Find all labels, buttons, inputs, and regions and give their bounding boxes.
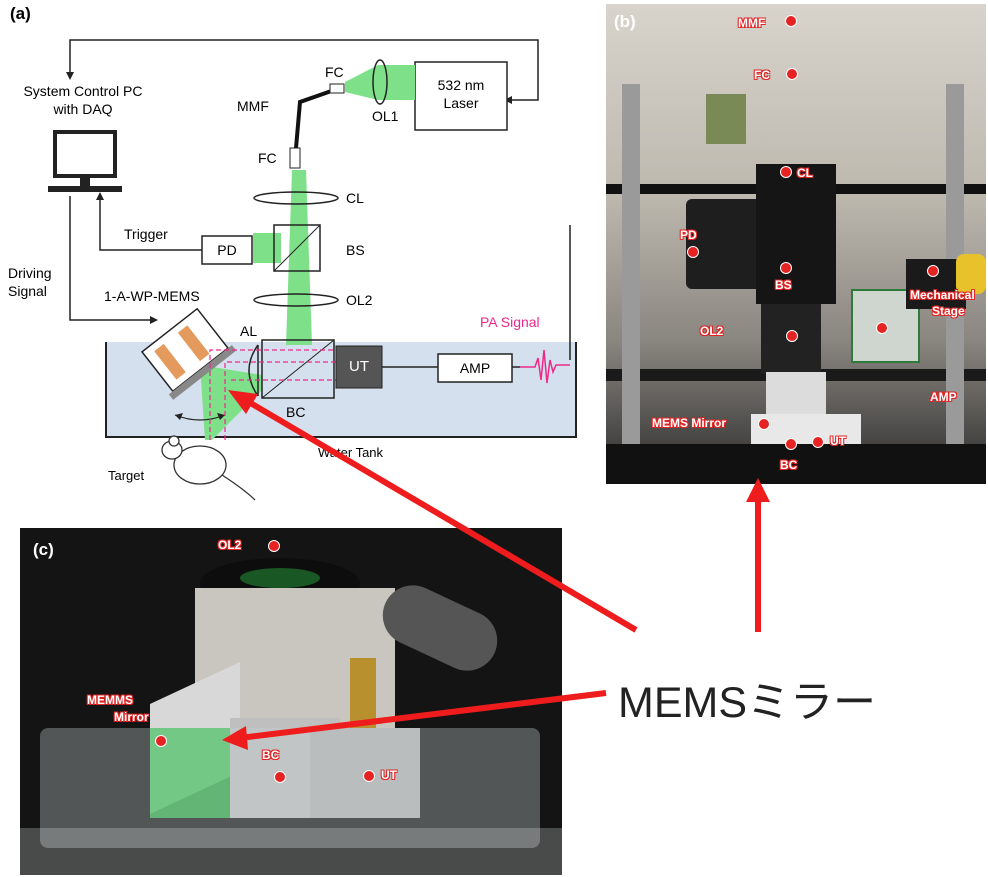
- laser-label-line2: Laser: [443, 95, 479, 111]
- b-dot-fc: [786, 68, 798, 80]
- c-dot-ut: [363, 770, 375, 782]
- laser-box: [414, 61, 508, 131]
- mems-label: 1-A-WP-MEMS: [104, 288, 200, 304]
- b-dot-bs: [780, 262, 792, 274]
- arrow-to-photo-c: [239, 690, 607, 741]
- beam-to-pd: [253, 233, 281, 263]
- b-dot-bc: [785, 438, 797, 450]
- cl-label: CL: [346, 190, 364, 206]
- pc-label: System Control PC with DAQ: [8, 82, 158, 118]
- laser-label-line1: 532 nm: [437, 77, 485, 93]
- b-tag-fc: FC: [754, 68, 770, 82]
- mmf-label: MMF: [237, 98, 269, 114]
- mems-mirror-callout: MEMSミラー: [618, 679, 876, 727]
- ultrasound-transducer: [335, 345, 383, 389]
- photodiode-box: [201, 235, 253, 265]
- panel-b-label: (b): [614, 12, 636, 31]
- b-tag-mmf: MMF: [738, 16, 766, 30]
- b-tag-bc: BC: [780, 458, 798, 472]
- bc-label: BC: [286, 404, 306, 420]
- lens-cl: [253, 191, 339, 205]
- fc-side-label: FC: [258, 150, 277, 166]
- b-tag-cl: CL: [797, 166, 813, 180]
- b-dot-amp: [876, 322, 888, 334]
- b-tag-mems: MEMS Mirror: [652, 416, 727, 430]
- b-tag-mech1: Mechanical: [910, 288, 975, 302]
- b-dot-ut: [812, 436, 824, 448]
- beam-combiner: [261, 339, 335, 399]
- water-tank-walls: [105, 342, 577, 438]
- c-tag-memms: MEMMS: [87, 693, 133, 707]
- acoustic-lens: [248, 344, 259, 397]
- c-dot-bc: [274, 771, 286, 783]
- c-tag-bc: BC: [262, 748, 280, 762]
- ol1-label: OL1: [372, 108, 399, 124]
- b-dot-pd: [687, 246, 699, 258]
- driving-label-line2: Signal: [8, 283, 47, 299]
- b-dot-mech: [927, 265, 939, 277]
- panel-b-photo: [606, 4, 986, 484]
- driving-label: Driving Signal: [8, 264, 52, 300]
- fc-top-connector: [329, 83, 345, 94]
- pc-label-line2: with DAQ: [53, 101, 113, 117]
- b-tag-pd: PD: [680, 228, 697, 242]
- pa-signal-wave: [520, 349, 570, 384]
- b-tag-bs: BS: [775, 278, 792, 292]
- target-mouse: [161, 435, 256, 501]
- b-tag-mech2: Stage: [932, 304, 965, 318]
- b-dot-ol2: [786, 330, 798, 342]
- acoustic-path: [209, 349, 340, 440]
- amp-box: [437, 353, 513, 383]
- lens-ol1: [372, 59, 388, 105]
- bs-label: BS: [346, 242, 365, 258]
- arrow-to-schematic-mirror: [240, 395, 638, 633]
- pd-label: PD: [217, 242, 237, 258]
- driving-signal-wire: [69, 196, 150, 321]
- beam-vertical: [286, 170, 312, 345]
- b-tag-ut: UT: [830, 434, 846, 448]
- beam-laser-to-fc: [345, 65, 415, 100]
- laser-label: 532 nm Laser: [415, 76, 507, 112]
- laser-control-wire: [69, 39, 539, 101]
- lens-ol2: [253, 293, 339, 307]
- amp-to-pc-wire: [512, 225, 571, 368]
- fiber-mmf: [294, 86, 341, 149]
- beam-splitter: [273, 224, 321, 272]
- panel-c-label: (c): [33, 540, 54, 559]
- b-dot-mems: [758, 418, 770, 430]
- water-tank-label: Water Tank: [318, 445, 384, 460]
- c-tag-ut: UT: [381, 768, 397, 782]
- beam-to-target: [200, 365, 262, 440]
- pa-signal-label: PA Signal: [480, 314, 540, 330]
- al-label: AL: [240, 323, 258, 339]
- target-label: Target: [108, 468, 145, 483]
- trigger-wire: [99, 196, 202, 251]
- ut-label: UT: [349, 358, 369, 375]
- c-dot-mirror: [155, 735, 167, 747]
- b-dot-cl: [780, 166, 792, 178]
- fc-side-connector: [289, 147, 301, 169]
- panel-a-schematic: [48, 39, 577, 501]
- c-dot-ol2: [268, 540, 280, 552]
- b-tag-amp: AMP: [930, 390, 957, 404]
- b-dot-mmf: [785, 15, 797, 27]
- panel-c-photo: [20, 528, 562, 875]
- pc-label-line1: System Control PC: [23, 83, 143, 99]
- trigger-label: Trigger: [124, 226, 168, 242]
- fc-top-label: FC: [325, 64, 344, 80]
- amp-label: AMP: [459, 360, 491, 376]
- ol2-label: OL2: [346, 292, 373, 308]
- driving-label-line1: Driving: [8, 265, 52, 281]
- panel-a-label: (a): [10, 4, 31, 23]
- c-tag-mirror: Mirror: [114, 710, 149, 724]
- c-tag-ol2: OL2: [218, 538, 242, 552]
- mems-mirror: [140, 307, 237, 400]
- b-tag-ol2: OL2: [700, 324, 724, 338]
